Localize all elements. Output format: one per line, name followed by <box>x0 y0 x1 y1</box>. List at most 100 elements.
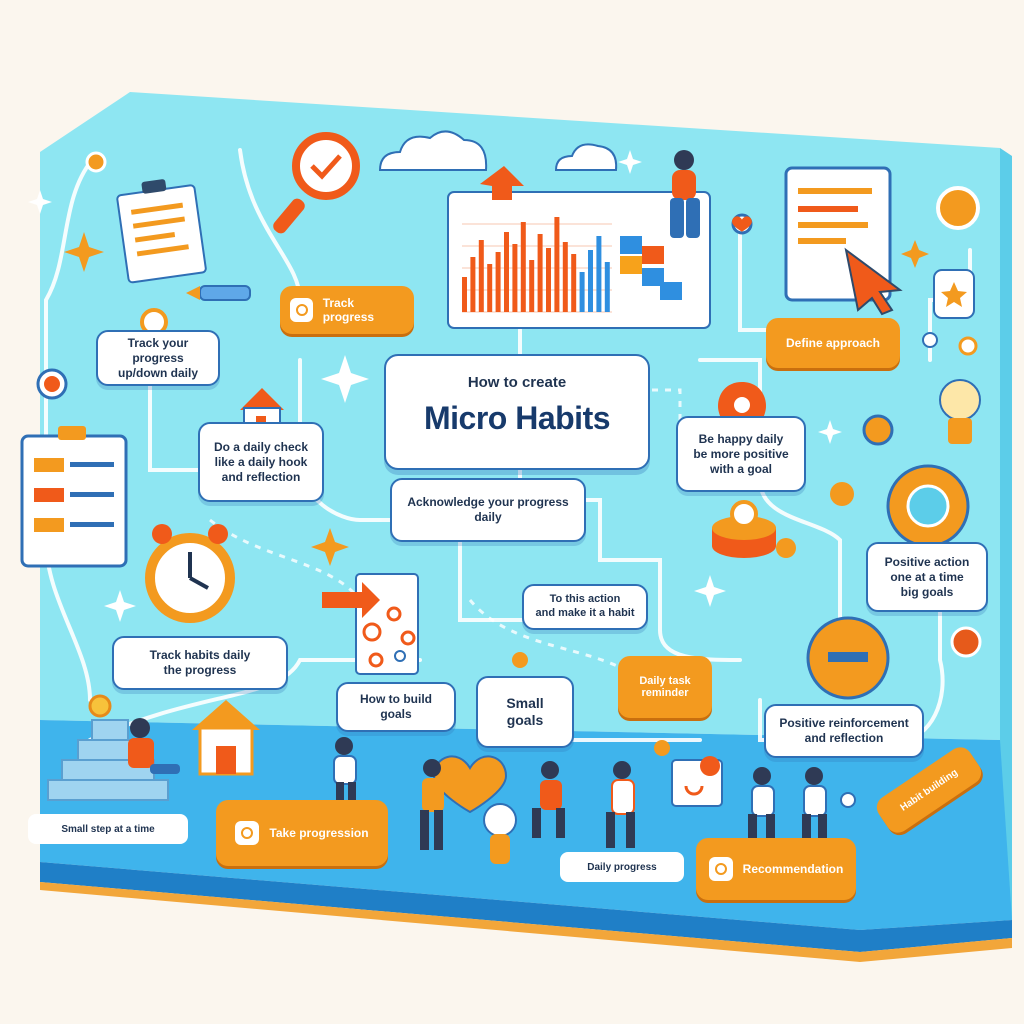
note-line: Track your progress <box>127 335 189 365</box>
note-line: Small <box>506 694 544 711</box>
person-icon <box>670 150 700 238</box>
note-line: goals <box>380 707 412 721</box>
chart-bar <box>470 257 476 312</box>
pill-label: Track progress <box>322 296 375 324</box>
page-title: Micro Habits <box>423 400 611 436</box>
note-line: with a goal <box>709 461 772 476</box>
note-line: and reflection <box>221 469 301 484</box>
stairs-label: Small step at a time <box>28 814 188 844</box>
chart-bar <box>562 242 568 312</box>
note-line: big goals <box>900 584 954 599</box>
chart-bar <box>487 264 493 312</box>
clipboard-icon <box>784 166 903 316</box>
brick-stairs <box>47 719 169 801</box>
footer-label: Daily progress <box>560 852 684 882</box>
pill-label: Take progression <box>269 826 369 840</box>
chart-bar <box>504 232 509 312</box>
clipboard-icon <box>116 179 207 284</box>
chart-bar <box>537 234 543 312</box>
pill-take-progression: Take progression <box>216 800 388 866</box>
coin-icon <box>290 298 313 322</box>
person-icon <box>606 761 635 848</box>
person-icon <box>333 737 357 802</box>
sparkle-icons <box>28 150 842 622</box>
pill-recommendation: Recommendation <box>696 838 856 900</box>
heart-icon <box>732 216 752 232</box>
pill-label: Daily task <box>639 675 691 687</box>
chart-bar <box>529 260 535 312</box>
floor-edge <box>40 862 1012 952</box>
note-line: and reflection <box>804 731 884 745</box>
note-line: Track habits daily <box>149 648 251 662</box>
book-icon <box>235 821 260 845</box>
person-icon <box>748 767 775 842</box>
pill-define-approach: Define approach <box>766 318 900 368</box>
note-line: one at a time <box>890 569 964 584</box>
arrow-up-icon <box>480 166 524 200</box>
note-line: be more positive <box>693 446 789 461</box>
chart-bar <box>579 272 585 312</box>
heart-icon <box>432 755 508 814</box>
chart-bar <box>495 252 501 312</box>
note-line: and make it a habit <box>535 607 635 619</box>
pill-label: reminder <box>641 687 689 699</box>
gear-icon <box>886 464 970 548</box>
note-line: Acknowledge your progress <box>407 495 569 509</box>
note-line: like a daily hook <box>214 454 308 469</box>
note-line: How to build <box>360 692 432 706</box>
note-line: up/down daily <box>118 365 198 380</box>
note-line: the progress <box>163 663 237 677</box>
floor-trim <box>40 882 1012 962</box>
title-small: How to create <box>467 374 567 391</box>
chart-bar <box>478 240 484 312</box>
chart-bar <box>520 222 526 312</box>
gear-icon <box>806 616 890 700</box>
coin-stack-icon <box>712 500 796 558</box>
coin-icon <box>936 186 980 230</box>
cursor-arrow-icon <box>844 247 903 316</box>
orange-sparkles <box>64 232 929 566</box>
chart-bar <box>596 236 602 312</box>
person-icon <box>128 718 180 774</box>
chart-bar <box>462 277 467 312</box>
target-icon <box>44 376 60 392</box>
clipboard-icon <box>20 426 128 568</box>
chart-bar <box>512 244 518 312</box>
lightbulb-icon <box>939 379 981 444</box>
pill-daily-task: Daily task reminder <box>618 656 712 718</box>
person-badge-icon <box>708 857 733 881</box>
chart-plot-area <box>462 217 612 313</box>
person-icon <box>420 759 444 850</box>
magnifier-icon <box>273 132 360 234</box>
side-wall <box>1000 148 1012 920</box>
note-line: goals <box>506 712 544 728</box>
box-icon <box>671 756 723 807</box>
note-line: Positive reinforcement <box>779 716 909 730</box>
chart-bar <box>554 217 560 312</box>
chart-bar <box>604 262 610 312</box>
note-line: daily <box>474 510 502 524</box>
pill-label: Recommendation <box>742 862 844 876</box>
note-line: To this action <box>549 593 621 606</box>
note-line: Positive action <box>884 554 970 569</box>
alarm-clock-icon <box>145 524 235 623</box>
chart-bar <box>588 250 593 312</box>
cloud-icons <box>378 130 618 171</box>
pill-label: Define approach <box>785 336 881 350</box>
note-line: Do a daily check <box>213 439 309 454</box>
habit-tracker-card <box>322 573 419 675</box>
lightbulb-icon <box>483 803 517 864</box>
chart-bar <box>546 248 551 312</box>
star-icon <box>933 269 975 319</box>
title-card: How to create Micro Habits <box>384 354 650 470</box>
house-icon <box>192 700 260 776</box>
